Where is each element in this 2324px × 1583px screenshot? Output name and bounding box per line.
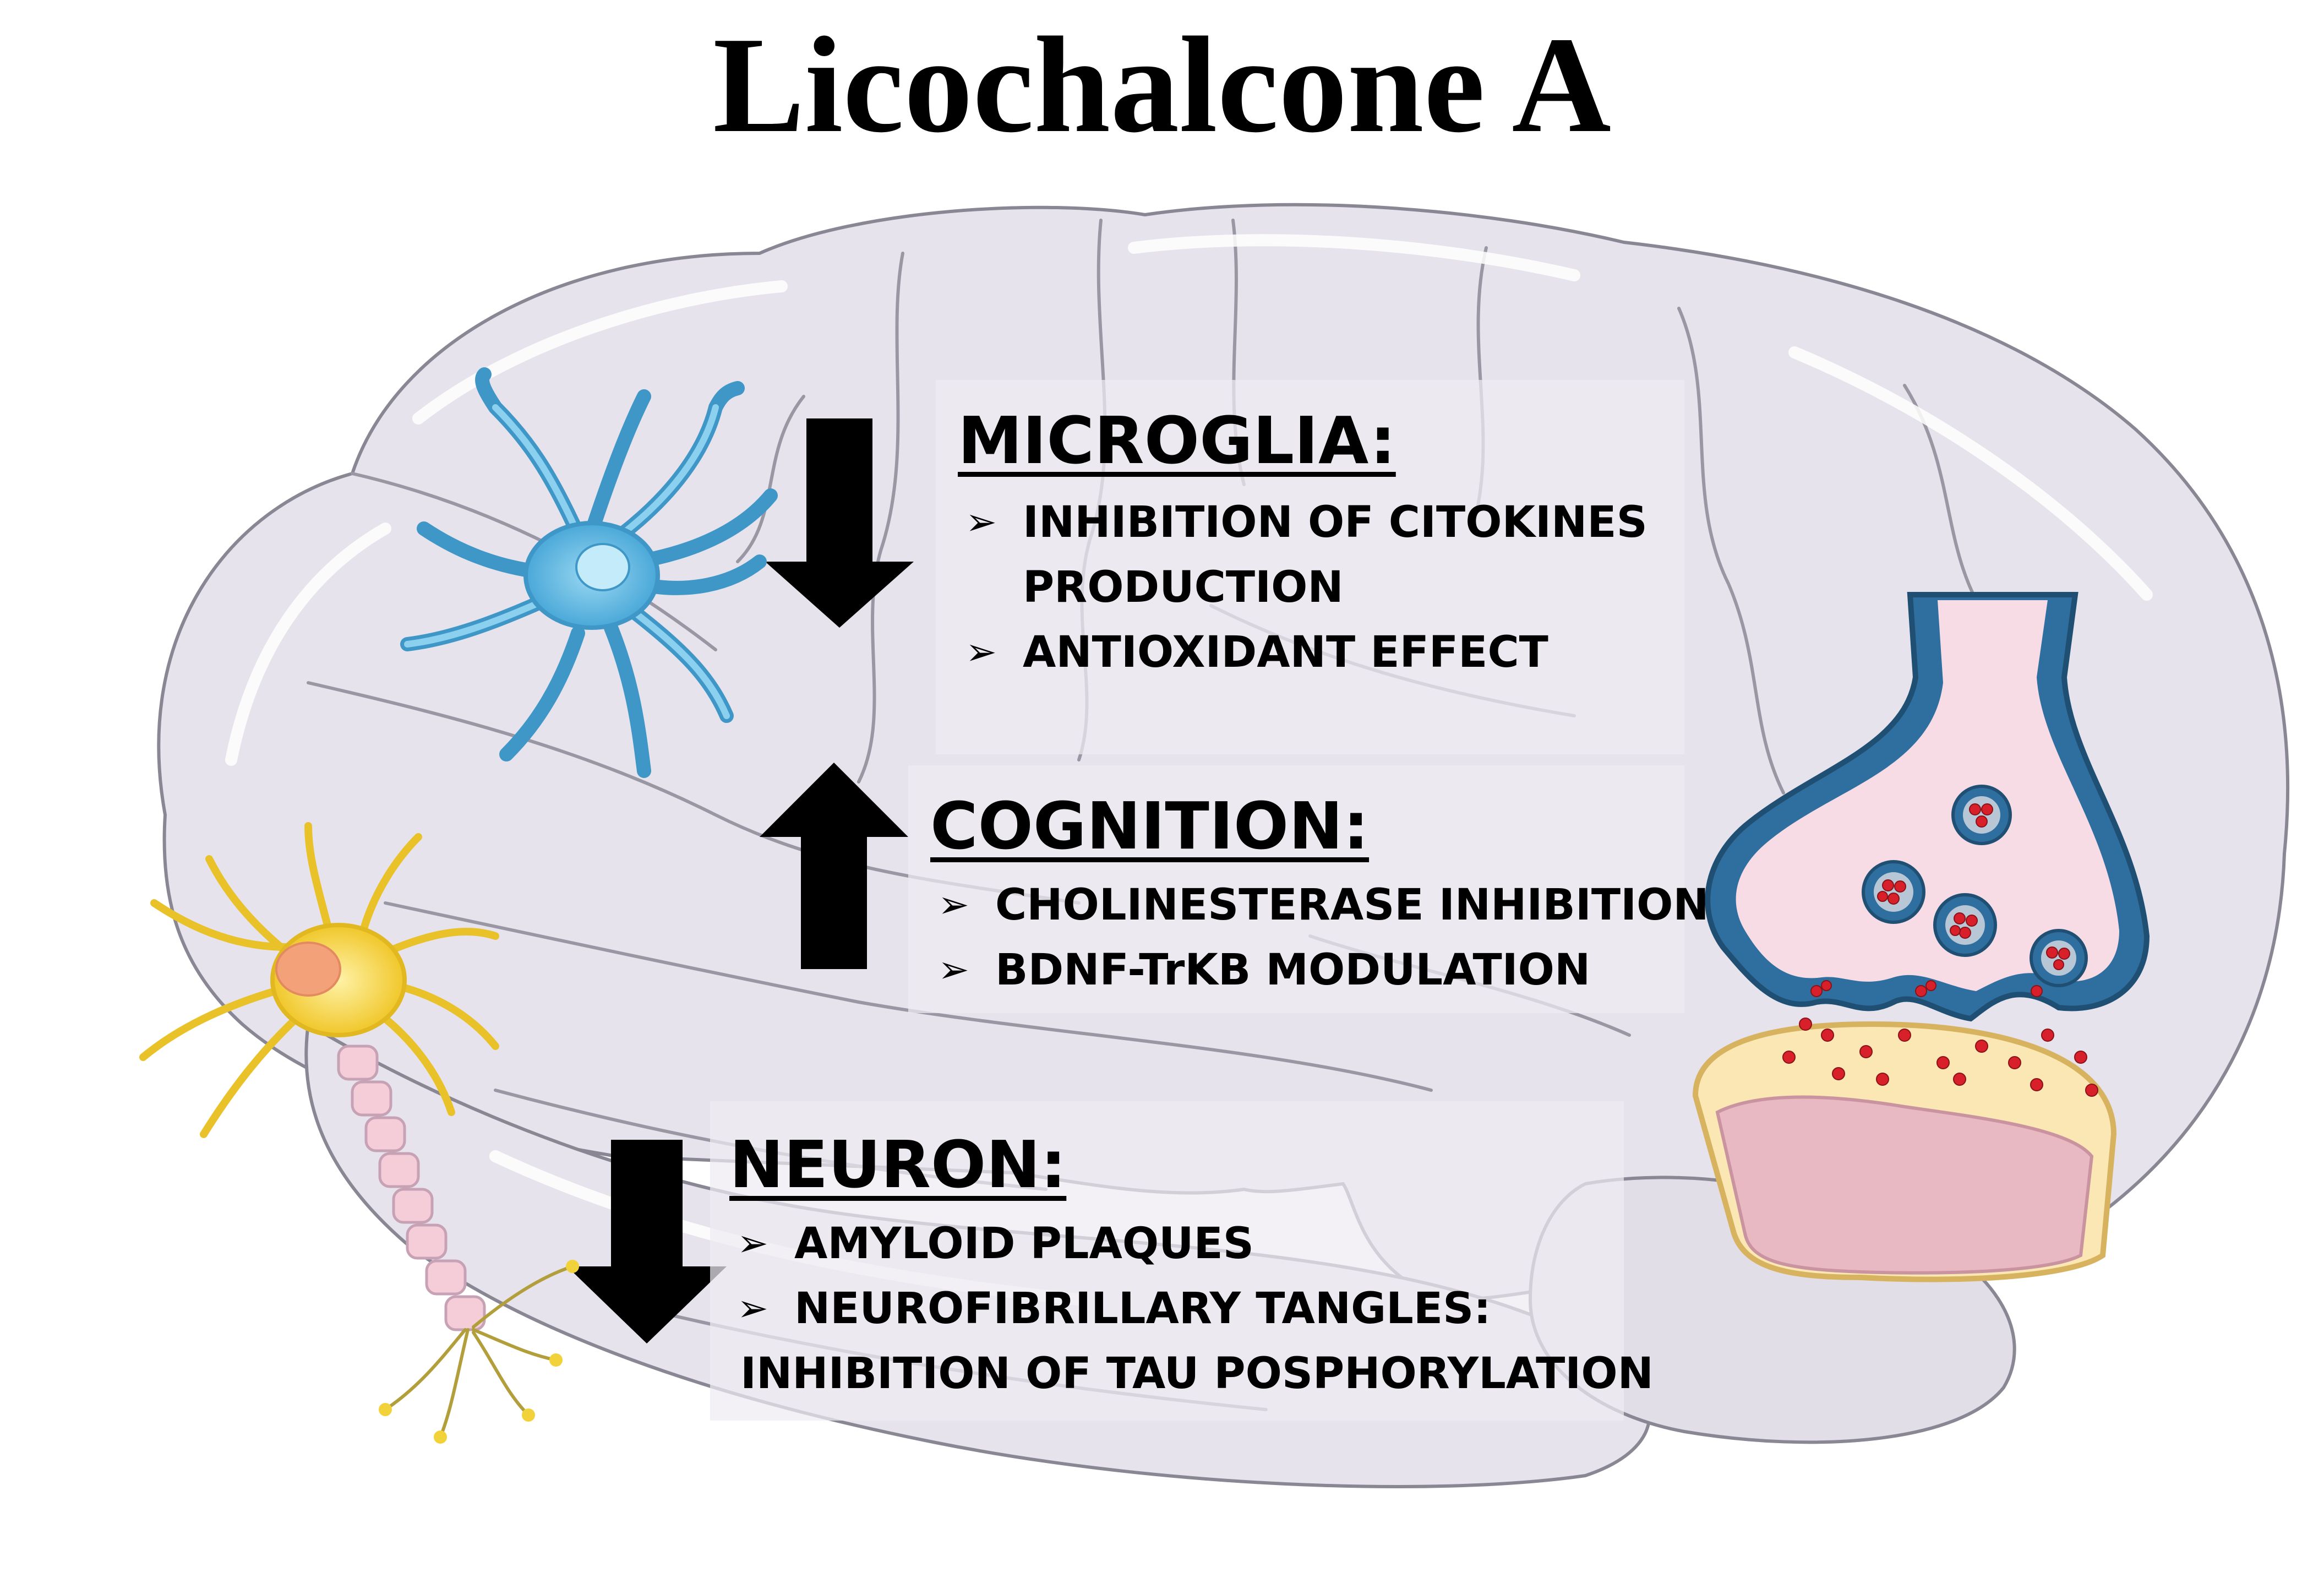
arrow-down-microglia-icon xyxy=(765,418,914,628)
microglia-bullets: ➢ INHIBITION OF CITOKINES PRODUCTION ➢ A… xyxy=(958,490,1647,685)
bullet-arrow-icon: ➢ xyxy=(965,630,997,674)
bullet-text: CHOLINESTERASE INHIBITION xyxy=(995,880,1709,930)
arrow-down-neuron-icon xyxy=(567,1140,727,1343)
arrow-up-cognition-icon xyxy=(760,763,908,969)
bullet-arrow-icon: ➢ xyxy=(938,883,969,927)
bullet-arrow-icon: ➢ xyxy=(737,1222,768,1265)
cognition-panel xyxy=(908,765,1684,1013)
microglia-panel xyxy=(936,380,1684,754)
cognition-bullet: ➢ CHOLINESTERASE INHIBITION xyxy=(930,873,1709,938)
bullet-arrow-icon: ➢ xyxy=(965,501,997,544)
bullet-text: AMYLOID PLAQUES xyxy=(794,1219,1254,1269)
axon-myelin xyxy=(337,1045,486,1331)
bullet-text: ANTIOXIDANT EFFECT xyxy=(1023,628,1548,677)
cognition-bullet: ➢ BDNF-TrKB MODULATION xyxy=(930,938,1709,1003)
microglia-heading: MICROGLIA: xyxy=(958,402,1396,478)
cognition-heading: COGNITION: xyxy=(930,788,1370,864)
synapse-icon xyxy=(1692,592,2150,1282)
neuron-bullet: ➢ AMYLOID PLAQUES xyxy=(729,1211,1491,1276)
neuron-bullets: ➢ AMYLOID PLAQUES ➢ NEUROFIBRILLARY TANG… xyxy=(729,1211,1491,1341)
bullet-arrow-icon: ➢ xyxy=(938,948,969,992)
neuron-bullet: ➢ NEUROFIBRILLARY TANGLES: xyxy=(729,1276,1491,1341)
cognition-bullets: ➢ CHOLINESTERASE INHIBITION ➢ BDNF-TrKB … xyxy=(930,873,1709,1003)
microglia-bullet: ➢ ANTIOXIDANT EFFECT xyxy=(958,620,1647,685)
bullet-text: INHIBITION OF CITOKINES xyxy=(1023,498,1647,547)
neuron-heading: NEURON: xyxy=(729,1127,1067,1203)
microglia-cell-icon xyxy=(400,367,778,778)
microglia-bullet: ➢ INHIBITION OF CITOKINES PRODUCTION xyxy=(958,490,1647,620)
neuron-cell-icon xyxy=(139,822,579,1444)
neuron-bullet-continuation: INHIBITION OF TAU POSPHORYLATION xyxy=(740,1349,1654,1399)
figure-title: Licochalcone A xyxy=(713,9,1611,161)
neuron-panel xyxy=(710,1101,1624,1421)
bullet-arrow-icon: ➢ xyxy=(737,1287,768,1330)
bullet-text: PRODUCTION xyxy=(1023,563,1344,612)
bullet-text: BDNF-TrKB MODULATION xyxy=(995,945,1591,995)
bullet-text: NEUROFIBRILLARY TANGLES: xyxy=(794,1284,1491,1334)
